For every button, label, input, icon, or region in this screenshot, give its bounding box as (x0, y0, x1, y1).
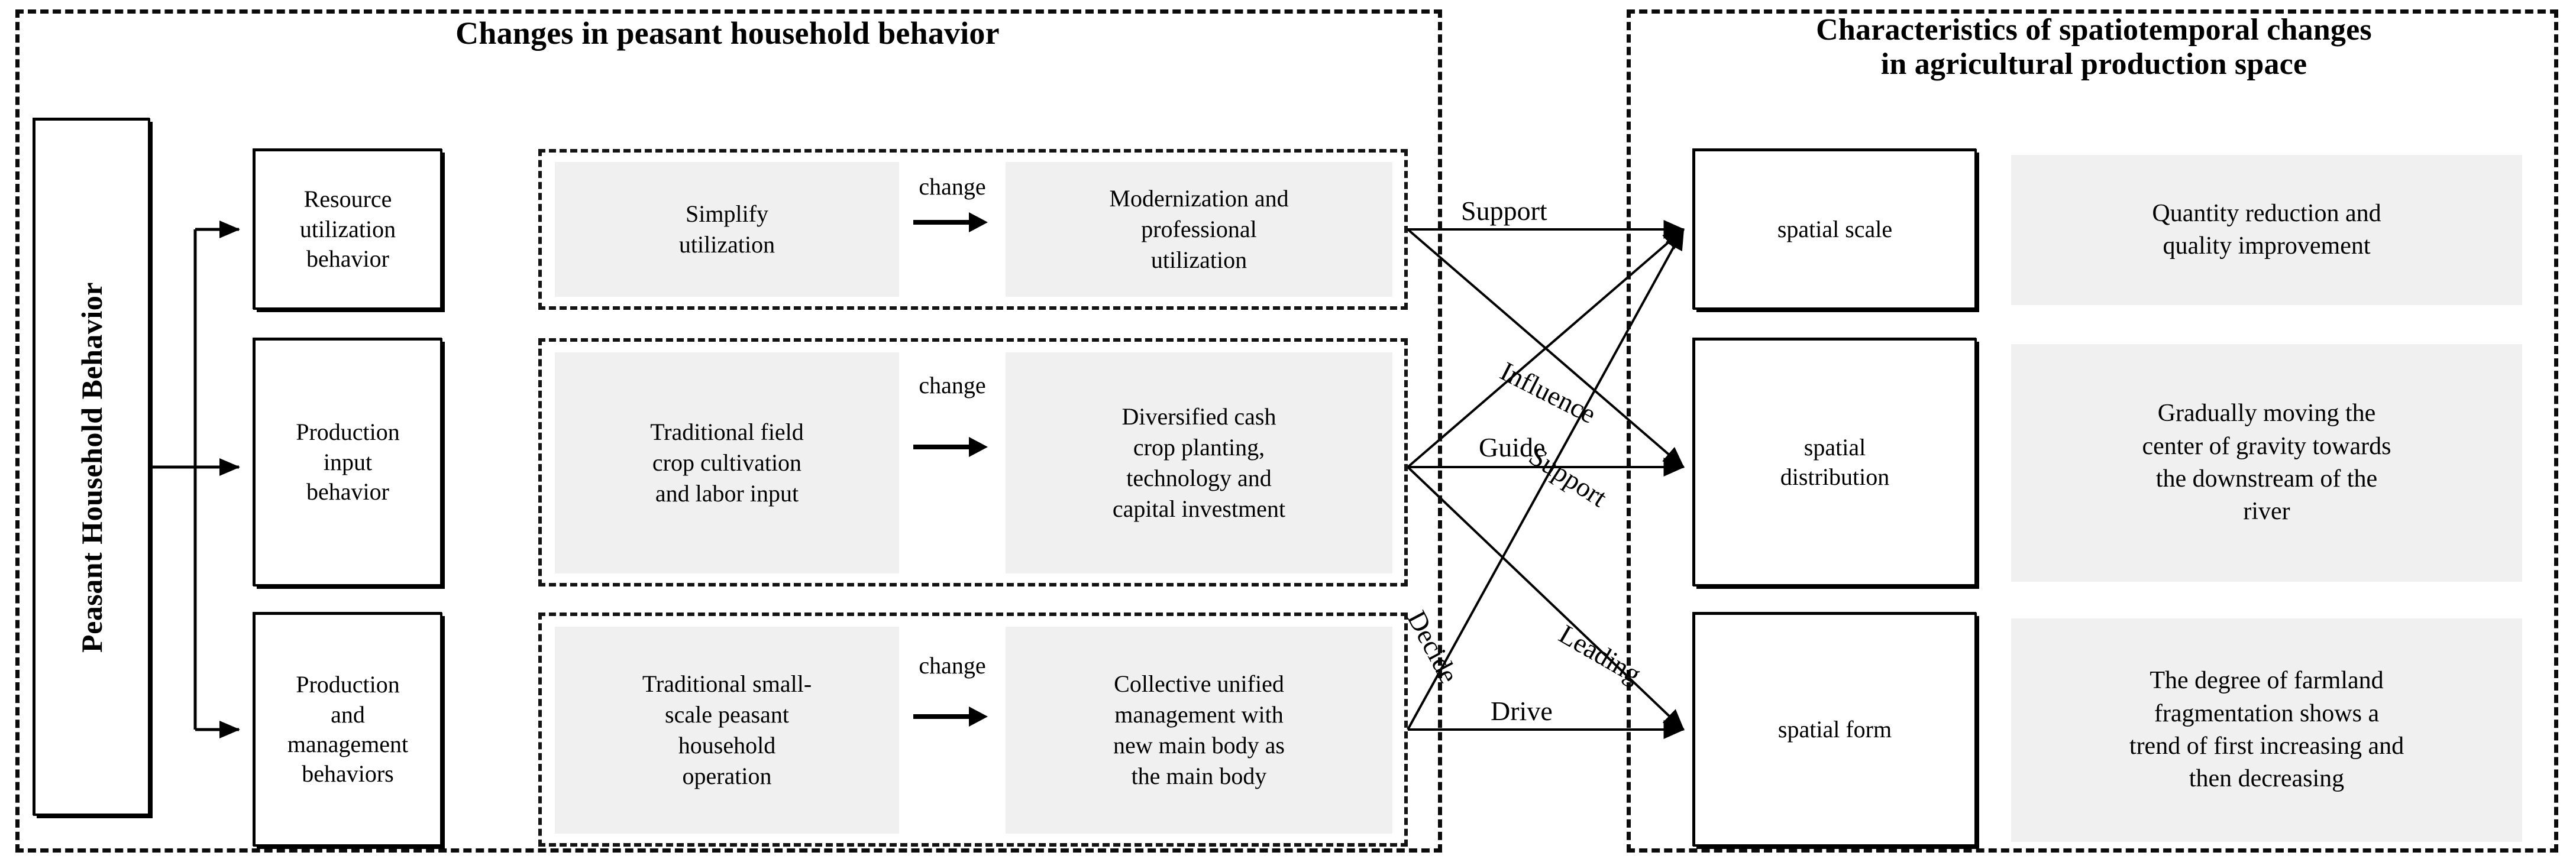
outcome-description-2: The degree of farmland fragmentation sho… (2011, 618, 2522, 842)
change-after-0: Modernization and professional utilizati… (1006, 162, 1392, 297)
outcome-label-0: spatial scale (1777, 215, 1893, 242)
wire-label-drive: Drive (1491, 696, 1553, 726)
change-arrow-icon-1 (913, 437, 988, 457)
change-group-production-input (538, 338, 1408, 586)
outcome-box-spatial-scale[interactable]: spatial scale (1693, 149, 1977, 310)
panel-spatiotemporal-characteristics (1627, 9, 2558, 853)
change-group-production-management (538, 613, 1408, 847)
outcome-label-2: spatial form (1777, 715, 1892, 743)
peasant-household-behavior-box[interactable]: Peasant Household Behavior (33, 118, 150, 816)
panel-right-title: Characteristics of spatiotemporal change… (1816, 13, 2372, 82)
behavior-box-resource-utilization[interactable]: Resource utilization behavior (253, 149, 442, 310)
behavior-label-2: Production and management behaviors (287, 671, 409, 788)
change-caption-2: change (919, 652, 986, 679)
outcome-label-1: spatial distribution (1780, 433, 1890, 490)
change-before-1: Traditional field crop cultivation and l… (555, 352, 899, 573)
change-arrow-icon-0 (913, 212, 988, 232)
outcome-box-spatial-distribution[interactable]: spatial distribution (1693, 338, 1977, 586)
change-after-1: Diversified cash crop planting, technolo… (1006, 352, 1392, 573)
behavior-label-1: Production input behavior (296, 419, 400, 505)
panel-behavior-changes (15, 9, 1442, 853)
outcome-box-spatial-form[interactable]: spatial form (1693, 613, 1977, 847)
outcome-description-1: Gradually moving the center of gravity t… (2011, 344, 2522, 582)
behavior-box-production-input[interactable]: Production input behavior (253, 338, 442, 586)
wire-label-support-1: Support (1461, 196, 1547, 226)
wire-label-guide: Guide (1479, 432, 1546, 462)
change-group-resource-utilization (538, 149, 1408, 310)
change-arrow-icon-2 (913, 707, 988, 727)
change-after-2: Collective unified management with new m… (1006, 627, 1392, 834)
behavior-label-0: Resource utilization behavior (299, 186, 396, 273)
change-before-2: Traditional small- scale peasant househo… (555, 627, 899, 834)
wire-label-influence: Influence (1495, 355, 1601, 430)
outcome-description-0: Quantity reduction and quality improveme… (2011, 155, 2522, 305)
change-before-0: Simplify utilization (555, 162, 899, 297)
behavior-box-production-management[interactable]: Production and management behaviors (253, 613, 442, 847)
change-caption-1: change (919, 372, 986, 398)
peasant-household-behavior-label: Peasant Household Behavior (75, 281, 108, 653)
panel-left-title: Changes in peasant household behavior (455, 15, 1000, 51)
change-caption-0: change (919, 173, 986, 200)
